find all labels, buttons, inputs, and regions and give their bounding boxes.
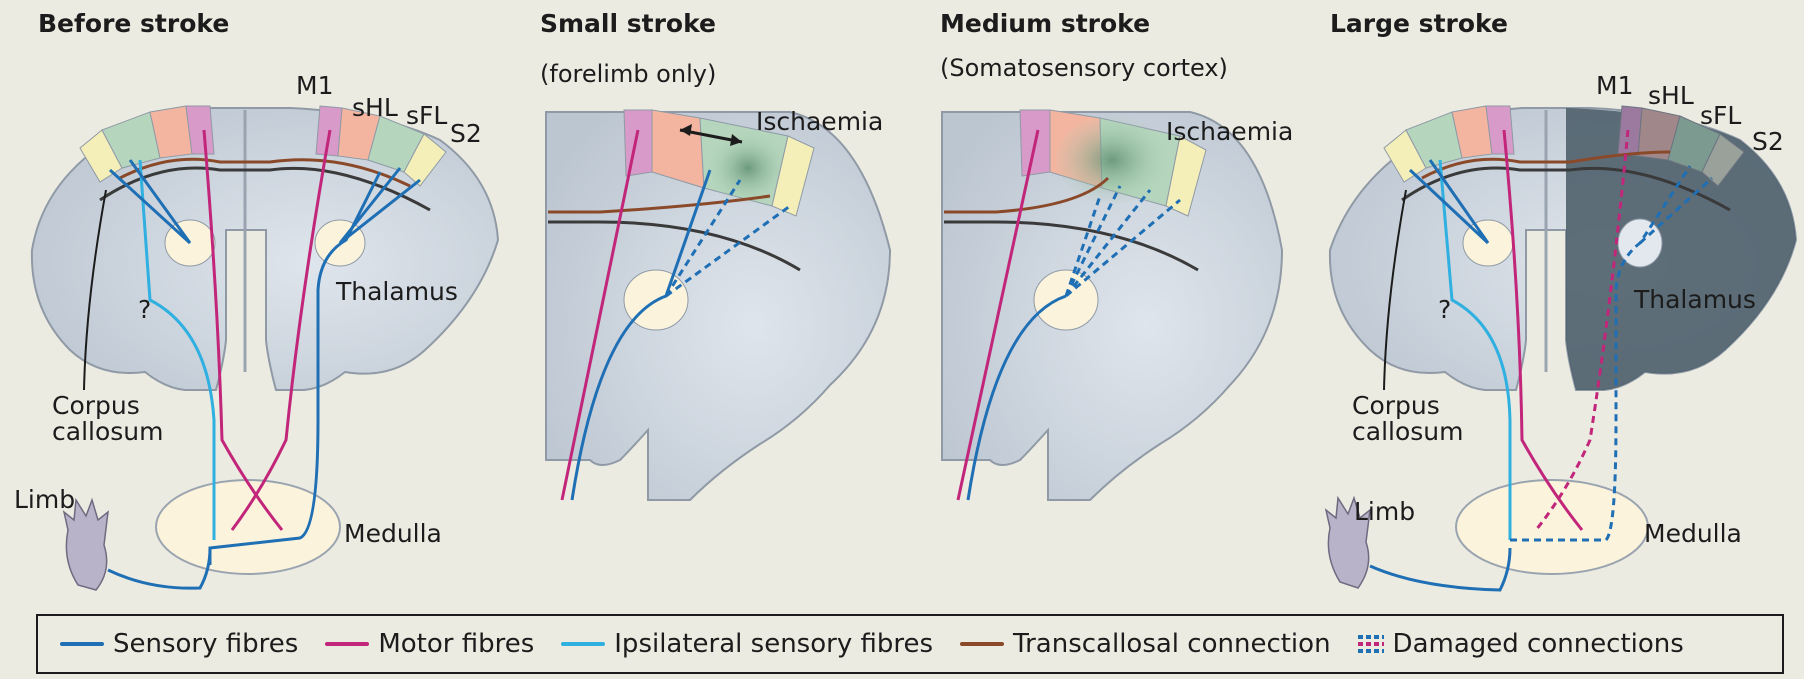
transcallosal-swatch-icon <box>960 642 1004 646</box>
medulla-large <box>1456 480 1648 574</box>
legend-label-damaged: Damaged connections <box>1393 629 1684 659</box>
motor-swatch-icon <box>325 642 369 646</box>
damaged-swatch-icon <box>1358 635 1384 653</box>
label-m1-before: M1 <box>296 71 333 100</box>
legend-label-ipsilateral: Ipsilateral sensory fibres <box>614 629 933 659</box>
legend-item-damaged: Damaged connections <box>1358 629 1684 659</box>
label-corpus-1-large: Corpus <box>1352 391 1440 420</box>
legend-label-sensory: Sensory fibres <box>113 629 298 659</box>
label-corpus-1-before: Corpus <box>52 391 140 420</box>
label-thalamus-large: Thalamus <box>1633 285 1756 314</box>
legend-item-sensory: Sensory fibres <box>60 629 298 659</box>
label-sfl-before: sFL <box>406 101 447 130</box>
legend-label-transcallosal: Transcallosal connection <box>1013 629 1331 659</box>
ipsilateral-swatch-icon <box>561 642 605 646</box>
legend: Sensory fibres Motor fibres Ipsilateral … <box>36 614 1784 674</box>
label-m1-large: M1 <box>1596 71 1633 100</box>
label-thalamus-before: Thalamus <box>335 277 458 306</box>
label-corpus-2-before: callosum <box>52 417 163 446</box>
sensory-swatch-icon <box>60 642 104 646</box>
label-limb-before: Limb <box>14 485 75 514</box>
label-medulla-large: Medulla <box>1644 519 1742 548</box>
label-medulla-before: Medulla <box>344 519 442 548</box>
label-sfl-large: sFL <box>1700 101 1741 130</box>
medulla-before <box>156 480 340 574</box>
label-question-before: ? <box>138 295 151 324</box>
panel-large: M1 sHL sFL S2 Thalamus ? Corpus callosum… <box>1326 71 1796 590</box>
label-limb-large: Limb <box>1354 497 1415 526</box>
label-corpus-2-large: callosum <box>1352 417 1463 446</box>
diagram-canvas: M1 sHL sFL S2 Thalamus ? Corpus callosum… <box>0 0 1804 610</box>
m1-region-small <box>624 110 652 176</box>
legend-item-ipsilateral: Ipsilateral sensory fibres <box>561 629 933 659</box>
label-shl-large: sHL <box>1648 81 1694 110</box>
legend-item-transcallosal: Transcallosal connection <box>960 629 1331 659</box>
legend-label-motor: Motor fibres <box>378 629 534 659</box>
label-s2-large: S2 <box>1752 127 1784 156</box>
label-s2-before: S2 <box>450 119 482 148</box>
panel-before: M1 sHL sFL S2 Thalamus ? Corpus callosum… <box>14 71 498 590</box>
label-shl-before: sHL <box>352 93 398 122</box>
legend-item-motor: Motor fibres <box>325 629 534 659</box>
panel-medium: Ischaemia <box>942 110 1293 500</box>
label-ischaemia-medium: Ischaemia <box>1166 117 1293 146</box>
label-ischaemia-small: Ischaemia <box>756 107 883 136</box>
ischaemia-core-medium <box>1056 116 1168 204</box>
panel-small: Ischaemia <box>546 107 890 500</box>
label-question-large: ? <box>1438 295 1451 324</box>
